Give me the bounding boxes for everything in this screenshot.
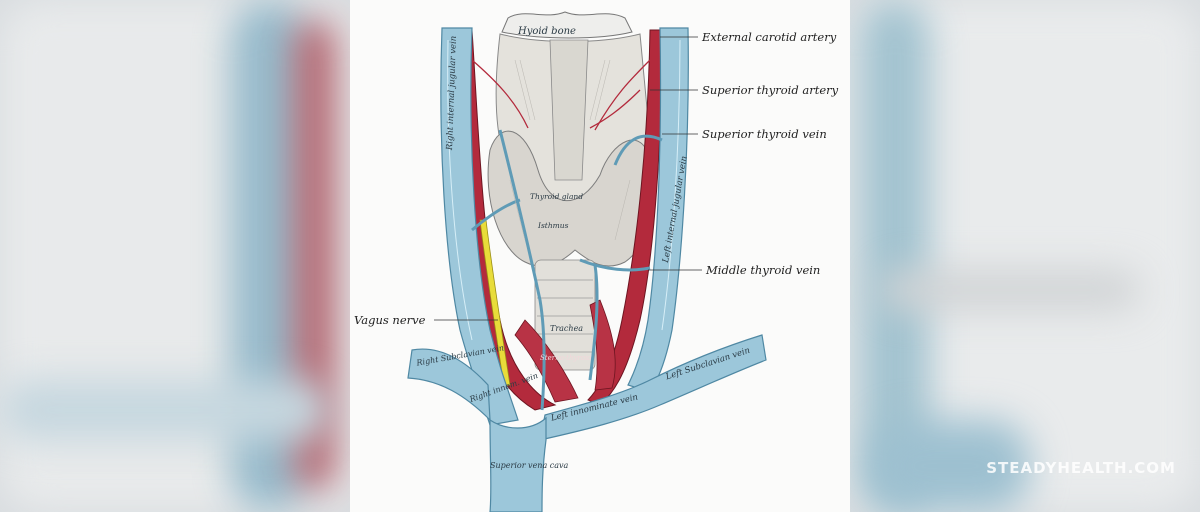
- anatomy-drawing: [407, 11, 767, 512]
- label-superior-vena-cava: Superior vena cava: [490, 461, 569, 470]
- label-middle-thyroid-vein: Middle thyroid vein: [706, 263, 821, 277]
- anatomy-illustration: External carotid artery Superior thyroid…: [350, 0, 850, 512]
- label-superior-thyroid-artery: Superior thyroid artery: [702, 83, 839, 97]
- label-hyoid-bone: Hyoid bone: [518, 26, 576, 37]
- backdrop-left-band: [0, 380, 330, 440]
- label-vagus-nerve: Vagus nerve: [354, 313, 426, 327]
- cartilage-column: [549, 39, 589, 181]
- label-external-carotid-artery: External carotid artery: [702, 30, 837, 44]
- site-watermark: STEADYHEALTH.COM: [986, 459, 1176, 477]
- hyoid-bone: [501, 11, 633, 39]
- backdrop-right-band: [870, 420, 1030, 512]
- label-sternothyroid: Sterno-thyroid: [540, 354, 592, 362]
- backdrop-right-text-blur: [880, 270, 1140, 310]
- label-isthmus: Isthmus: [538, 221, 569, 230]
- right-internal-jugular-vein: [440, 27, 519, 426]
- label-thyroid-gland: Thyroid gland: [530, 192, 584, 201]
- label-superior-thyroid-vein: Superior thyroid vein: [702, 127, 827, 141]
- label-trachea: Trachea: [550, 324, 584, 333]
- superior-vena-cava: [489, 416, 547, 512]
